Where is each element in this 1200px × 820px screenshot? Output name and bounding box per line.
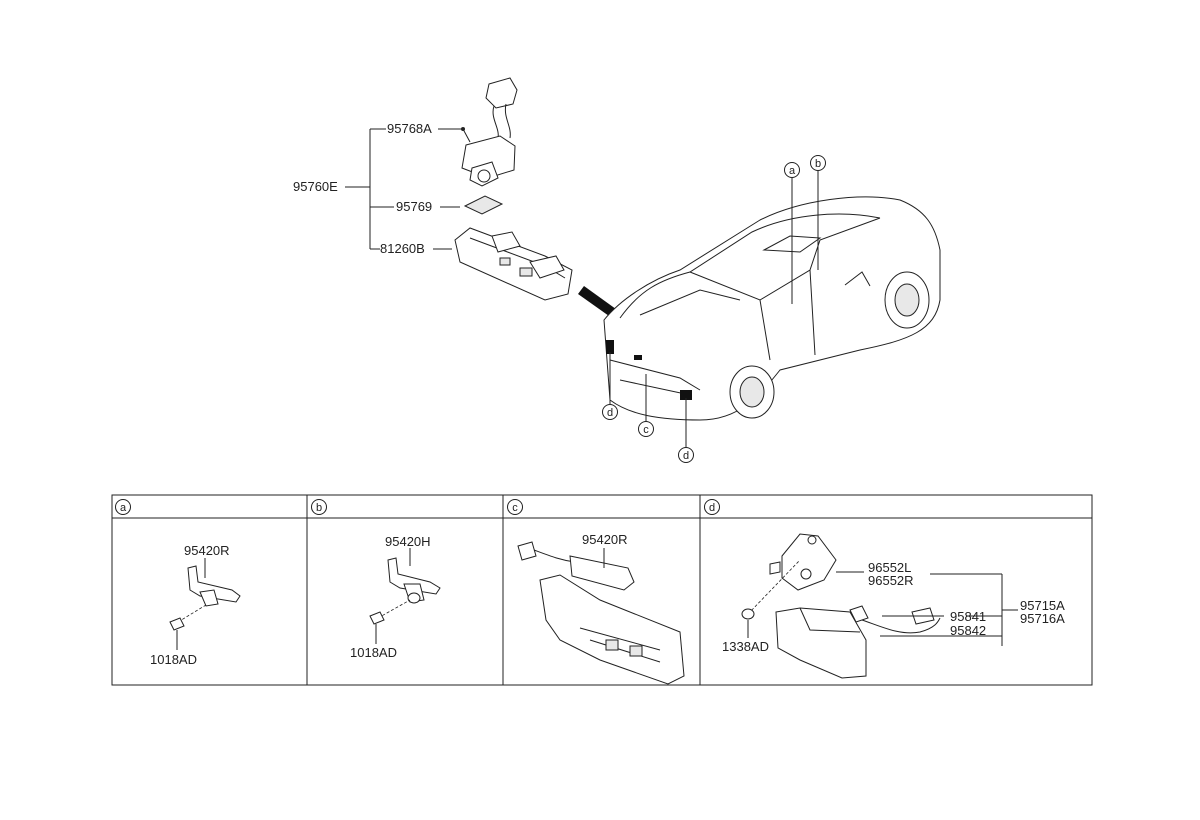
panel-b-drawing [369, 548, 441, 644]
panel-d-header: d [704, 499, 720, 515]
detail-table-frame [111, 494, 1093, 686]
panel-c-drawing [517, 541, 685, 685]
panel-b-screw-label: 1018AD [350, 645, 397, 660]
panel-a-screw-label: 1018AD [150, 652, 197, 667]
part-label-housing: 81260B [380, 241, 425, 256]
panel-a-header: a [115, 499, 131, 515]
panel-d-bracket-r-label: 96552R [868, 573, 914, 588]
panel-b-part-label: 95420H [385, 534, 431, 549]
callout-b: b [810, 155, 826, 171]
callout-d-left: d [602, 404, 618, 420]
panel-a-drawing [169, 558, 241, 650]
car-drawing [603, 170, 941, 448]
panel-d-bracket-l-label: 96552L [868, 560, 912, 575]
assembly-bracket-lines [345, 128, 462, 250]
rear-camera-drawing [461, 77, 518, 187]
panel-c-header: c [507, 499, 523, 515]
housing-drawing [454, 227, 573, 301]
panel-d-drawing [741, 533, 1018, 679]
panel-b-header: b [311, 499, 327, 515]
panel-d-harness-2-label: 95842 [950, 623, 987, 638]
panel-d-nut-label: 1338AD [722, 639, 769, 654]
panel-a-part-label: 95420R [184, 543, 230, 558]
panel-d-module-1-label: 95715A [1020, 598, 1065, 613]
callout-c: c [638, 421, 654, 437]
callout-a: a [784, 162, 800, 178]
part-label-gasket: 95769 [396, 199, 433, 214]
gasket-drawing [463, 195, 504, 215]
panel-c-part-label: 95420R [582, 532, 628, 547]
callout-d-right: d [678, 447, 694, 463]
part-label-camera: 95768A [387, 121, 432, 136]
panel-d-module-2-label: 95716A [1020, 611, 1065, 626]
assembly-label: 95760E [293, 179, 338, 194]
panel-d-harness-1-label: 95841 [950, 609, 987, 624]
